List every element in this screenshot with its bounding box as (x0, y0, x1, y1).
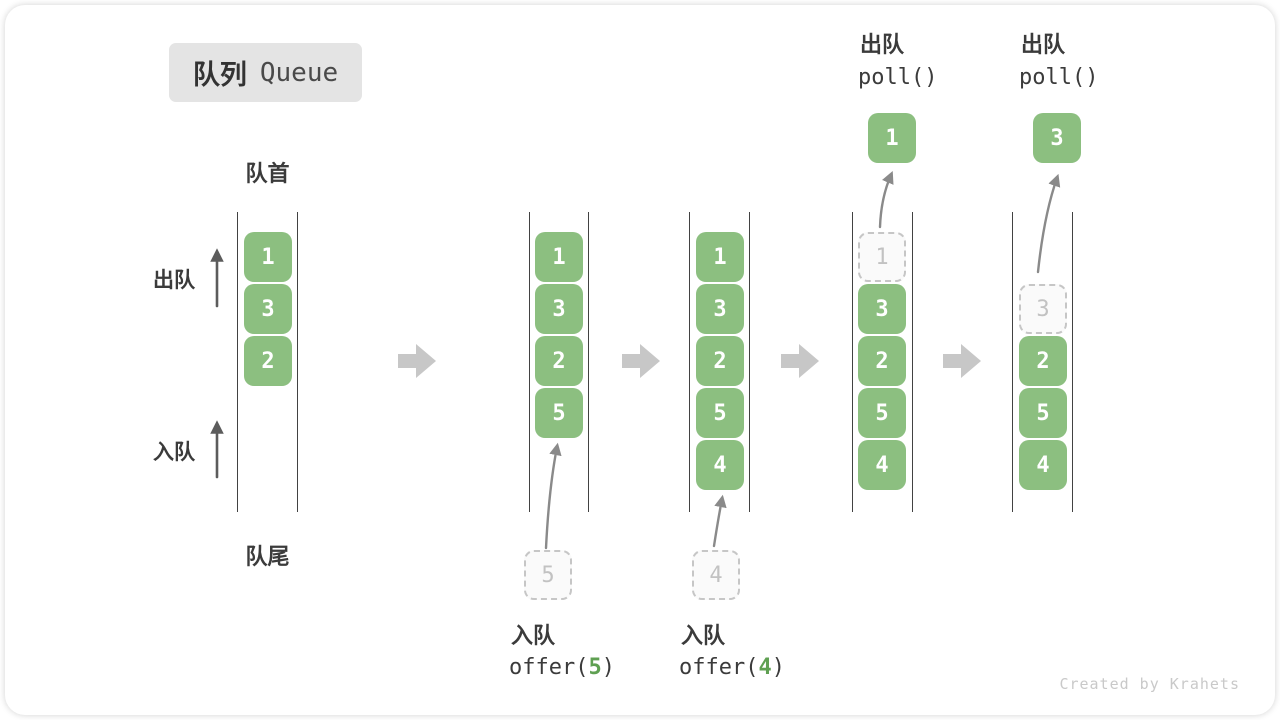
offer-close: ) (771, 655, 785, 680)
poll-label-code: poll() (858, 65, 938, 90)
queue-cell: 5 (696, 388, 744, 438)
queue-column-3 (689, 212, 750, 512)
poll-label-zh: 出队 (860, 32, 905, 57)
queue-cell: 5 (858, 388, 906, 438)
poll-label-zh: 出队 (1021, 32, 1066, 57)
queue-cell: 2 (858, 336, 906, 386)
offer-arg: 5 (588, 655, 602, 680)
popped-cell: 3 (1033, 113, 1081, 163)
queue-cell: 4 (1019, 440, 1067, 490)
offer-arg: 4 (758, 655, 772, 680)
offer-fn: offer( (509, 655, 589, 680)
queue-column-1 (237, 212, 298, 512)
queue-cell: 1 (244, 232, 292, 282)
enqueue-side-label: 入队 (153, 441, 195, 464)
queue-rear-label: 队尾 (245, 544, 290, 569)
title-badge: 队列 Queue (169, 43, 362, 102)
offer-fn: offer( (679, 655, 759, 680)
queue-cell: 2 (1019, 336, 1067, 386)
background-card (5, 5, 1275, 715)
queue-cell: 3 (696, 284, 744, 334)
title-zh: 队列 (192, 60, 247, 90)
queue-column-5 (1012, 212, 1073, 512)
queue-cell: 4 (696, 440, 744, 490)
offer-close: ) (601, 655, 615, 680)
queue-cell: 4 (858, 440, 906, 490)
offer-label-zh: 入队 (511, 623, 556, 648)
queue-cell: 5 (1019, 388, 1067, 438)
queue-column-4 (852, 212, 913, 512)
dequeue-side-label: 出队 (153, 269, 195, 292)
queue-column-2 (529, 212, 589, 512)
popped-cell: 1 (868, 113, 916, 163)
queue-cell: 5 (535, 388, 583, 438)
queue-cell: 2 (696, 336, 744, 386)
queue-front-label: 队首 (245, 161, 290, 186)
queue-cell: 3 (535, 284, 583, 334)
queue-cell: 3 (244, 284, 292, 334)
ghost-cell: 3 (1019, 284, 1067, 334)
ghost-cell: 1 (858, 232, 906, 282)
credit-text: Created by Krahets (1059, 675, 1240, 693)
enqueue-ghost-cell: 4 (692, 550, 740, 600)
queue-cell: 2 (244, 336, 292, 386)
offer-label-code: offer(5) (509, 655, 615, 680)
enqueue-ghost-cell: 5 (524, 550, 572, 600)
poll-label-code: poll() (1019, 65, 1099, 90)
offer-label-code: offer(4) (679, 655, 785, 680)
queue-cell: 1 (696, 232, 744, 282)
title-en: Queue (259, 57, 339, 88)
queue-cell: 2 (535, 336, 583, 386)
queue-cell: 1 (535, 232, 583, 282)
queue-cell: 3 (858, 284, 906, 334)
offer-label-zh: 入队 (681, 623, 726, 648)
